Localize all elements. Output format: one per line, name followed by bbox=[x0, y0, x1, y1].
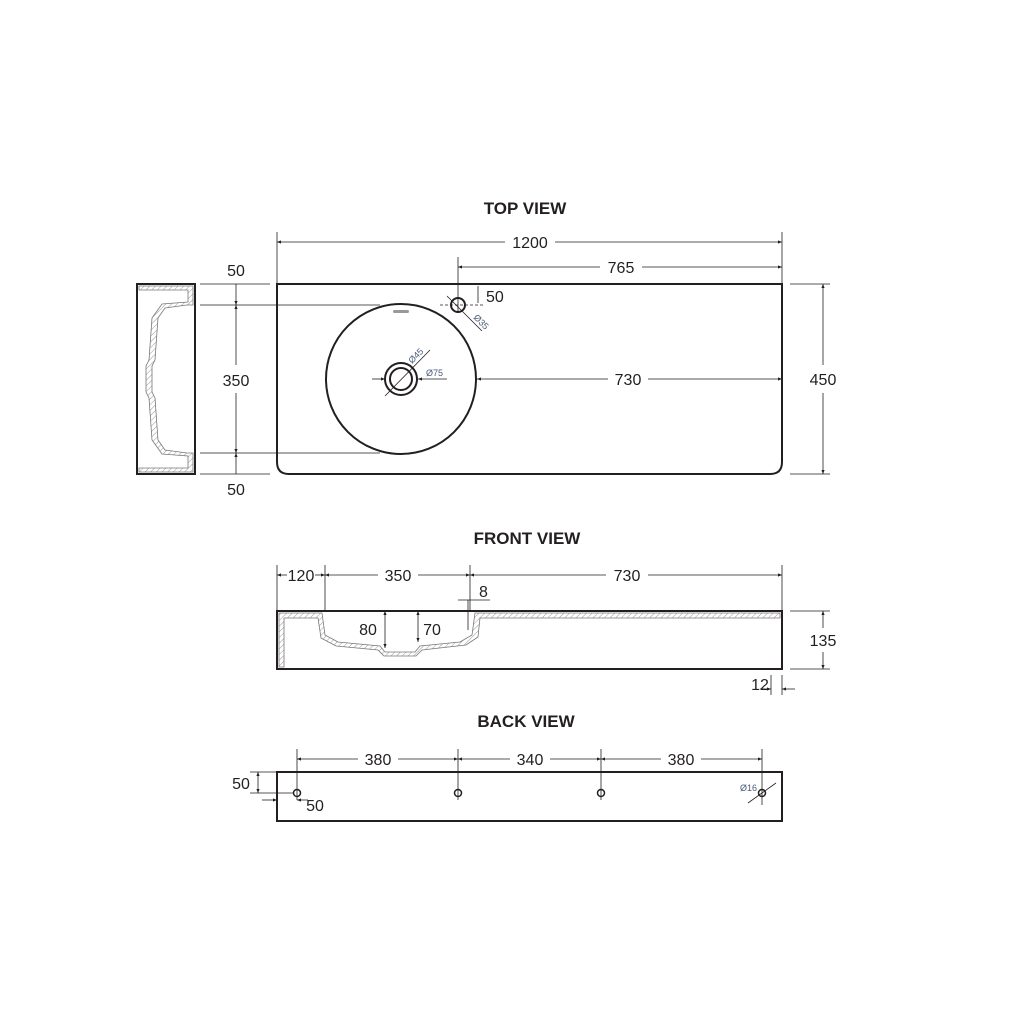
svg-text:50: 50 bbox=[232, 776, 250, 793]
svg-text:50: 50 bbox=[486, 289, 504, 306]
svg-text:70: 70 bbox=[423, 622, 441, 639]
svg-text:380: 380 bbox=[668, 752, 695, 769]
dim-side-margins: 50 350 50 bbox=[223, 263, 250, 499]
dim-wall-thickness: 8 bbox=[458, 584, 490, 630]
back-view-title: BACK VIEW bbox=[477, 712, 575, 731]
mounting-hole bbox=[453, 788, 463, 798]
svg-text:730: 730 bbox=[615, 372, 642, 389]
svg-text:50: 50 bbox=[227, 263, 245, 280]
dim-hole-position: 50 50 bbox=[232, 772, 324, 815]
mounting-hole bbox=[292, 788, 302, 798]
dim-overall-length: 1200 bbox=[277, 235, 782, 252]
front-view-outline bbox=[276, 610, 783, 670]
front-view: FRONT VIEW 120 350 730 8 80 70 bbox=[276, 529, 837, 695]
svg-text:50: 50 bbox=[306, 798, 324, 815]
basin-bowl bbox=[325, 303, 477, 455]
svg-text:50: 50 bbox=[227, 482, 245, 499]
front-view-title: FRONT VIEW bbox=[474, 529, 582, 548]
dim-height: 135 bbox=[810, 611, 837, 669]
mounting-hole bbox=[596, 788, 606, 798]
top-view-outline bbox=[276, 283, 783, 475]
svg-text:12: 12 bbox=[751, 677, 769, 694]
svg-text:350: 350 bbox=[385, 568, 412, 585]
back-view-outline bbox=[276, 771, 783, 822]
svg-text:765: 765 bbox=[608, 260, 635, 277]
back-view: BACK VIEW 380 340 380 50 50 Ø16 bbox=[232, 712, 783, 822]
tap-diameter-label: Ø35 bbox=[472, 312, 491, 331]
dim-basin-to-edge: 730 bbox=[477, 372, 782, 389]
dim-basin-depths: 80 70 bbox=[359, 611, 441, 648]
waste-outer-diameter-label: Ø75 bbox=[426, 368, 443, 378]
svg-text:8: 8 bbox=[479, 584, 488, 601]
svg-text:120: 120 bbox=[288, 568, 315, 585]
svg-text:1200: 1200 bbox=[512, 235, 548, 252]
svg-text:340: 340 bbox=[517, 752, 544, 769]
dim-front-widths: 120 350 730 bbox=[277, 568, 782, 585]
dim-edge-thickness: 12 bbox=[751, 677, 795, 694]
waste-inner-diameter-label: Ø45 bbox=[406, 346, 425, 365]
mounting-hole bbox=[757, 788, 767, 798]
side-section bbox=[136, 283, 196, 475]
svg-text:80: 80 bbox=[359, 622, 377, 639]
dim-depth: 450 bbox=[810, 284, 837, 474]
svg-text:350: 350 bbox=[223, 373, 250, 390]
svg-text:380: 380 bbox=[365, 752, 392, 769]
svg-text:730: 730 bbox=[614, 568, 641, 585]
overflow-slot bbox=[393, 310, 409, 313]
top-view: TOP VIEW 1200 765 50 Ø35 bbox=[136, 199, 837, 499]
svg-text:135: 135 bbox=[810, 633, 837, 650]
top-view-title: TOP VIEW bbox=[484, 199, 567, 218]
dim-hole-spacing: 380 340 380 bbox=[297, 752, 762, 769]
dim-tap-from-edge: 50 bbox=[477, 286, 504, 306]
hole-diameter-label: Ø16 bbox=[740, 783, 757, 793]
dim-tap-offset: 765 bbox=[458, 260, 782, 277]
svg-text:450: 450 bbox=[810, 372, 837, 389]
waste-inner bbox=[389, 367, 413, 391]
